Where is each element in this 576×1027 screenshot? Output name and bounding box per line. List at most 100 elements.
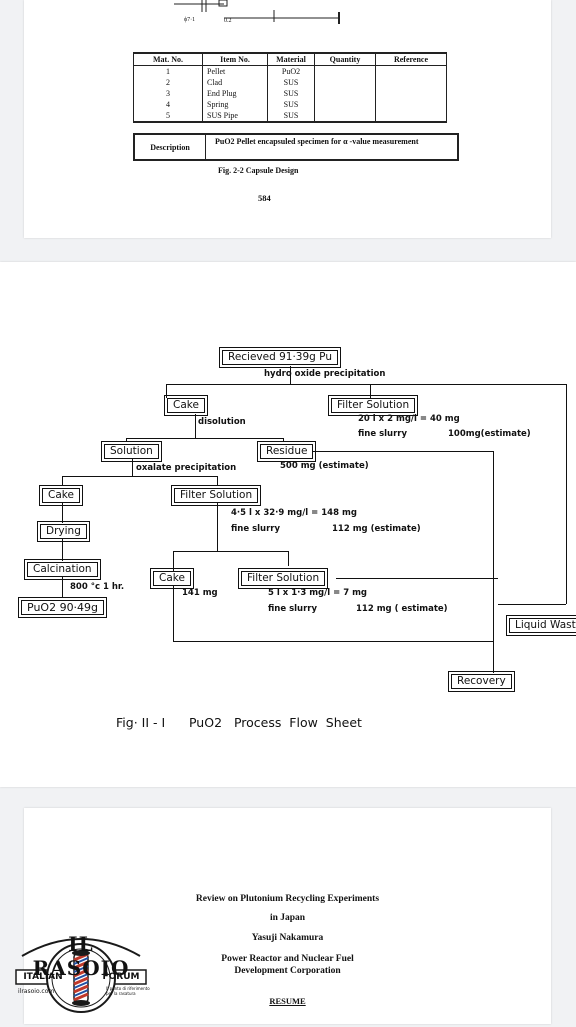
cell <box>375 77 447 88</box>
paper-title-line2: in Japan <box>269 913 306 923</box>
filter3-estimate: 112 mg ( estimate) <box>356 604 448 614</box>
organization-line1: Power Reactor and Nuclear Fuel <box>221 954 354 964</box>
cell: 1 <box>133 65 203 77</box>
cell <box>314 65 376 77</box>
liquid-waste-box: Liquid Wast <box>506 615 576 636</box>
filter2-estimate: 112 mg (estimate) <box>332 524 421 534</box>
drawing-label: 0.2 <box>224 18 232 24</box>
connector <box>217 476 218 486</box>
cake3-value: 141 mg <box>182 588 218 598</box>
filter3-slurry: fine slurry <box>268 604 318 614</box>
logo-tagline: Il punto di riferimento per la rasatura <box>106 986 150 996</box>
capsule-drawing-fragment <box>174 0 340 24</box>
connector <box>310 451 493 452</box>
cake-box-3: Cake <box>150 568 194 589</box>
filter2-slurry: fine slurry <box>231 524 281 534</box>
connector <box>173 551 288 552</box>
cell: PuO2 <box>267 65 315 77</box>
filter-solution-box-2: Filter Solution <box>170 485 262 506</box>
oxalate-label: oxalate precipitation <box>136 463 237 473</box>
filter3-calc: 5 l x 1·3 mg/l = 7 mg <box>268 588 368 598</box>
received-box: Recieved 91·39g Pu <box>219 347 341 368</box>
cell: SUS <box>267 88 315 99</box>
figure-caption: Fig. 2-2 Capsule Design <box>218 166 299 175</box>
connector <box>217 503 218 551</box>
cell <box>375 65 447 77</box>
cell: Clad <box>202 77 268 88</box>
filter1-slurry: fine slurry <box>358 429 408 439</box>
cell <box>375 110 447 123</box>
solution-box: Solution <box>101 441 162 462</box>
connector <box>126 438 284 439</box>
connector <box>132 458 133 476</box>
residue-estimate: 500 mg (estimate) <box>280 461 369 471</box>
cell <box>314 110 376 123</box>
connector <box>62 503 63 523</box>
calcination-condition: 800 °c 1 hr. <box>70 582 125 592</box>
connector <box>493 451 494 673</box>
cell: 5 <box>133 110 203 123</box>
connector <box>62 476 217 477</box>
filter1-calc: 20 l x 2 mg/l = 40 mg <box>358 414 460 424</box>
cell: Pellet <box>202 65 268 77</box>
connector <box>166 384 167 398</box>
connector <box>370 384 371 398</box>
logo-title: IL RASOIO <box>32 932 130 980</box>
logo-site: ilrasoio.com <box>18 988 55 995</box>
table-row: 4 Spring SUS <box>133 99 447 110</box>
calcination-box: Calcination <box>24 559 101 580</box>
description-box: Description PuO2 Pellet encapsuled speci… <box>133 133 459 161</box>
figure-caption: Fig· II - I PuO2 Process Flow Sheet <box>116 715 362 730</box>
description-label: Description <box>135 135 206 159</box>
filter2-calc: 4·5 l x 32·9 mg/l = 148 mg <box>231 508 357 518</box>
resume-heading: RESUME <box>269 996 306 1006</box>
barber-pole-logo-icon <box>15 938 147 1013</box>
cell: SUS <box>267 99 315 110</box>
cell <box>375 99 447 110</box>
cake-box-2: Cake <box>39 485 83 506</box>
table-header-row: Mat. No. Item No. Material Quantity Refe… <box>133 52 447 66</box>
cell: End Plug <box>202 88 268 99</box>
organization-line2: Development Corporation <box>234 966 341 976</box>
cell: SUS <box>267 77 315 88</box>
document-page-capsule-design: 0.2 ϕ7·1 Mat. No. Item No. Material Quan… <box>24 0 551 238</box>
col-mat-no: Mat. No. <box>133 52 203 66</box>
puo2-result-box: PuO2 90·49g <box>17 597 108 618</box>
connector <box>195 414 196 438</box>
table-row: 5 SUS Pipe SUS <box>133 110 447 123</box>
connector <box>173 641 493 642</box>
table-row: 1 Pellet PuO2 <box>133 65 447 77</box>
cell: Spring <box>202 99 268 110</box>
description-text: PuO2 Pellet encapsuled specimen for α -v… <box>215 137 419 146</box>
connector <box>288 551 289 566</box>
logo-right-label: FORUM <box>102 972 140 982</box>
cell: 4 <box>133 99 203 110</box>
filter-solution-box-3: Filter Solution <box>237 568 329 589</box>
filter1-estimate: 100mg(estimate) <box>448 429 531 439</box>
col-quantity: Quantity <box>314 52 376 66</box>
cell: SUS <box>267 110 315 123</box>
il-rasoio-logo: IL RASOIO ITALIAN FORUM ilrasoio.com Il … <box>2 926 160 1022</box>
drawing-label-2: ϕ7·1 <box>184 17 196 23</box>
connector <box>173 551 174 641</box>
cell <box>375 88 447 99</box>
materials-table: Mat. No. Item No. Material Quantity Refe… <box>133 52 447 123</box>
col-item-no: Item No. <box>202 52 268 66</box>
connector <box>290 366 291 384</box>
col-material: Material <box>267 52 315 66</box>
connector <box>62 476 63 486</box>
author: Yasuji Nakamura <box>251 933 324 943</box>
dissolution-label: disolution <box>198 417 246 427</box>
cake-box-1: Cake <box>164 395 208 416</box>
cell <box>314 77 376 88</box>
table-row: 3 End Plug SUS <box>133 88 447 99</box>
logo-left-label: ITALIAN <box>23 972 63 982</box>
cell: 2 <box>133 77 203 88</box>
connector <box>126 438 127 442</box>
cell <box>314 88 376 99</box>
connector <box>336 578 498 579</box>
table-row: 2 Clad SUS <box>133 77 447 88</box>
cell <box>314 99 376 110</box>
connector <box>62 539 63 561</box>
page-number: 584 <box>258 193 271 203</box>
